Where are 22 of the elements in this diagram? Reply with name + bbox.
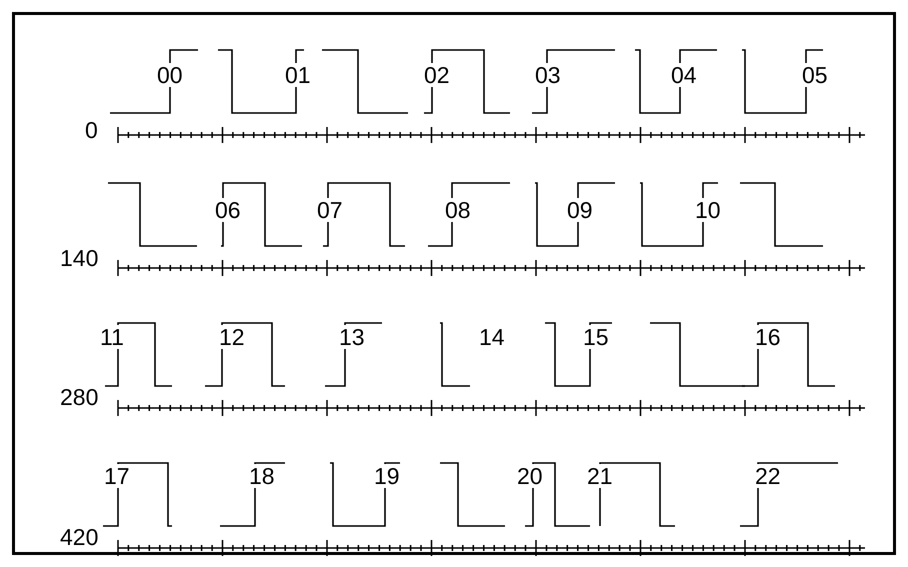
code-label: 02 bbox=[423, 63, 451, 87]
code-label: 17 bbox=[103, 464, 131, 488]
code-label: 13 bbox=[338, 325, 366, 349]
code-label: 03 bbox=[534, 63, 562, 87]
code-label: 08 bbox=[444, 198, 472, 222]
code-label: 06 bbox=[214, 198, 242, 222]
code-label: 16 bbox=[754, 325, 782, 349]
code-label: 15 bbox=[582, 325, 610, 349]
code-label: 18 bbox=[248, 464, 276, 488]
code-label: 01 bbox=[284, 63, 312, 87]
code-label: 00 bbox=[156, 63, 184, 87]
code-label: 10 bbox=[694, 198, 722, 222]
code-label: 19 bbox=[373, 464, 401, 488]
code-label: 20 bbox=[516, 464, 544, 488]
code-label: 21 bbox=[586, 464, 614, 488]
code-label: 05 bbox=[801, 63, 829, 87]
code-label: 04 bbox=[670, 63, 698, 87]
code-label: 07 bbox=[316, 198, 344, 222]
code-label: 12 bbox=[218, 325, 246, 349]
code-label: 09 bbox=[566, 198, 594, 222]
code-label: 22 bbox=[754, 464, 782, 488]
code-label: 11 bbox=[99, 325, 125, 349]
